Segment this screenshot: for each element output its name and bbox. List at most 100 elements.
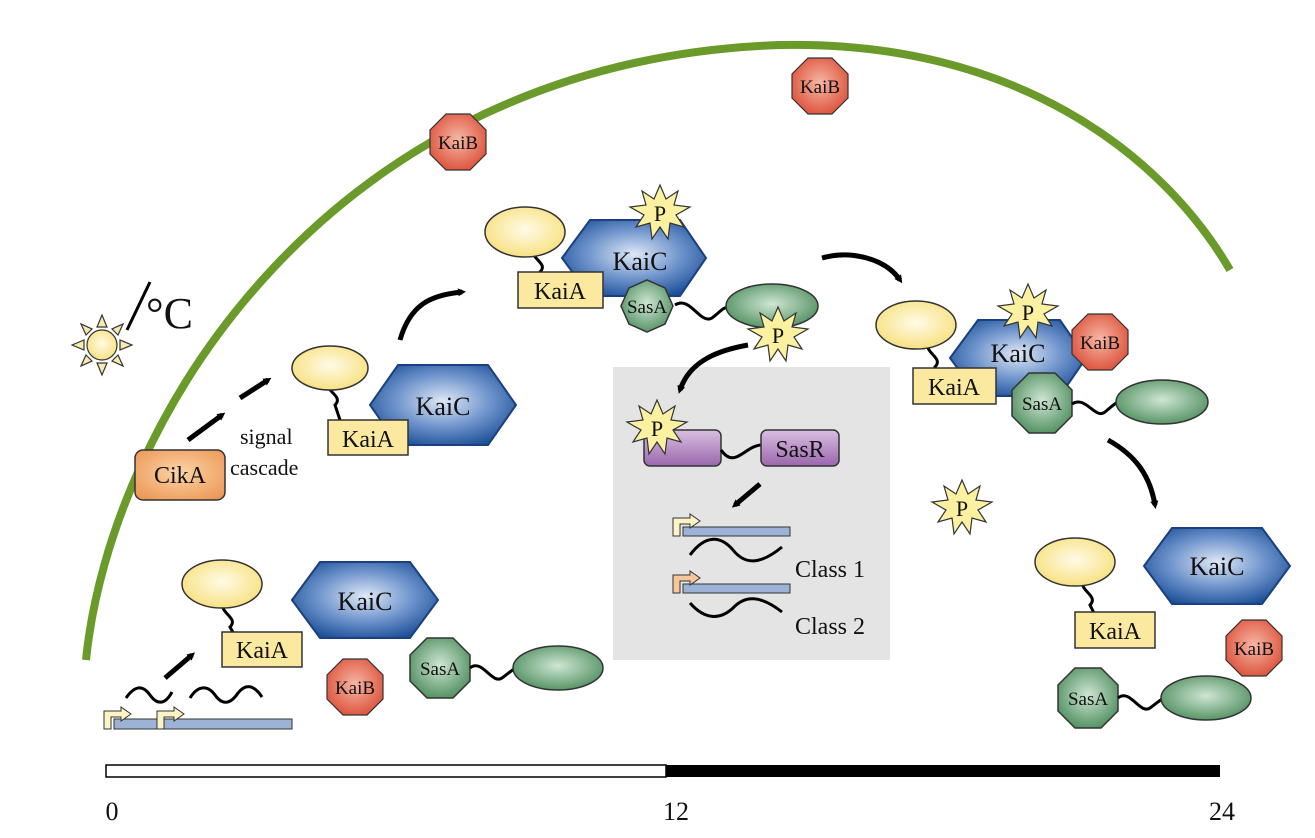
tick-24: 24 (1209, 797, 1235, 826)
diagram-shape (113, 718, 293, 730)
diagram-shape (119, 339, 134, 351)
diagram-shape (674, 301, 731, 321)
diagram-shape (1057, 667, 1119, 729)
diagram-shape (484, 206, 566, 258)
diagram-label: SasA (627, 297, 667, 318)
diagram-label: SasA (1022, 394, 1062, 415)
class1-gene: Class 1 (672, 513, 865, 583)
cika-label: CikA (154, 463, 207, 489)
diagram-shape (1074, 611, 1156, 649)
tick-12: 12 (663, 797, 689, 826)
diagram-shape (469, 664, 517, 681)
class1-label: Class 1 (795, 557, 865, 583)
kaia-kaib-kaic-sasa-complex: KaiC KaiA KaiB SasA P (875, 282, 1209, 434)
diagram-label: P (956, 496, 968, 521)
diagram-label: KaiA (342, 427, 395, 453)
dark-phase-bar (666, 765, 1220, 777)
diagram-shape (1071, 400, 1119, 416)
diagram-shape (103, 706, 132, 730)
dissociated-proteins-left: KaiA KaiC KaiB SasA (103, 559, 604, 730)
diagram-shape (70, 339, 85, 351)
diagram-label: P (654, 201, 666, 226)
diagram-shape (912, 367, 997, 405)
diagram-shape (86, 329, 118, 361)
diagram-label: KaiA (1089, 619, 1142, 645)
arrow-signal-2 (238, 377, 272, 401)
arrow-sasr-to-dna (731, 482, 762, 508)
signal-label: signal (240, 424, 293, 449)
diagram-label: KaiA (236, 638, 289, 664)
diagram-label: KaiC (1190, 552, 1245, 581)
diagram-label: KaiB (1080, 333, 1120, 354)
diagram-shape (672, 513, 701, 537)
phosphate-free: P (930, 478, 994, 536)
diagram-shape: KaiB (1225, 619, 1283, 677)
diagram-shape (188, 685, 264, 704)
diagram-label: KaiB (335, 678, 375, 699)
phosphate-kaic-top: P (628, 183, 692, 241)
diagram-shape (124, 686, 174, 704)
diagram-shape (791, 57, 849, 115)
diagram-shape (409, 637, 471, 699)
diagram-shape (1160, 675, 1252, 721)
diagram-label: P (772, 323, 784, 348)
diagram-label: KaiA (534, 279, 587, 305)
diagram-shape (96, 362, 108, 377)
day-arc (82, 40, 1234, 661)
diagram-shape (290, 561, 440, 639)
diagram-shape: KaiB (326, 658, 384, 716)
diagram-shape (1142, 527, 1292, 605)
diagram-shape: SasA (1011, 372, 1073, 434)
diagram-label: KaiB (1234, 639, 1274, 660)
diagram-shape (327, 419, 409, 456)
diagram-shape (625, 398, 689, 456)
timeline: 0 12 24 (105, 764, 1235, 826)
diagram-label: KaiB (800, 77, 840, 98)
diagram-shape (163, 652, 196, 680)
diagram-shape (70, 313, 134, 377)
diagram-label: SasA (1068, 689, 1108, 710)
diagram-shape (181, 559, 263, 609)
diagram-shape (682, 583, 791, 594)
diagram-shape (512, 645, 604, 691)
arrow-phospho-1 (397, 288, 466, 341)
diagram-shape (79, 353, 94, 368)
diagram-label: KaiC (338, 587, 393, 616)
diagram-shape (1115, 379, 1209, 425)
diagram-shape (110, 353, 125, 368)
kaia-kaic-complex-1: KaiC KaiA (291, 345, 518, 456)
phosphate-kaic-right: P (996, 282, 1060, 340)
diagram-shape (1011, 372, 1073, 434)
diagram-shape (719, 443, 763, 460)
temperature-label: °C (146, 289, 193, 338)
diagram-label: KaiC (613, 247, 668, 276)
diagram-shape: SasA (409, 637, 471, 699)
cascade-label: cascade (230, 455, 298, 480)
kaib-floating-2: KaiB (791, 57, 849, 115)
diagram-shape (156, 706, 185, 730)
diagram-shape (996, 282, 1060, 340)
sun-icon (70, 313, 134, 377)
diagram-shape (688, 597, 783, 618)
diagram-shape (746, 305, 810, 363)
dissociated-proteins-right: KaiA KaiC KaiB SasA (1034, 527, 1292, 729)
diagram-shape: SasA (1057, 667, 1119, 729)
light-phase-bar (105, 764, 667, 778)
kaia-kaic-sasa-complex: KaiC KaiA SasA P P (484, 183, 819, 363)
diagram-shape (875, 300, 957, 350)
diagram-label: SasR (775, 437, 824, 463)
diagram-label: P (651, 416, 663, 441)
diagram-shape (134, 449, 226, 501)
diagram-shape (326, 658, 384, 716)
diagram-shape (1034, 537, 1116, 587)
separator-slash (125, 281, 152, 331)
diagram-shape (628, 183, 692, 241)
class2-label: Class 2 (795, 614, 865, 640)
diagram-shape (760, 429, 840, 467)
phosphate-sasr: P (625, 398, 689, 456)
diagram-shape (1071, 313, 1129, 371)
class2-gene: Class 2 (672, 570, 865, 640)
diagram-shape (620, 279, 674, 333)
kaib-floating-1: KaiB (429, 113, 487, 171)
